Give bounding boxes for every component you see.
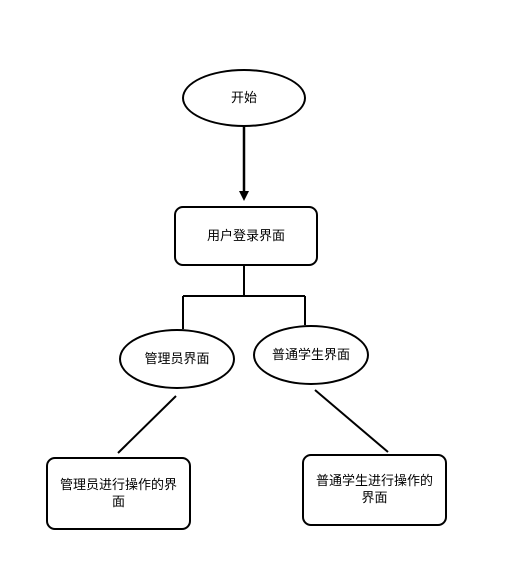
admin-operation-label: 管理员进行操作的界面 <box>59 477 177 510</box>
student-operation-node: 普通学生进行操作的界面 <box>302 454 447 526</box>
admin-screen-node: 管理员界面 <box>119 329 235 389</box>
connector-student-to-student-op <box>314 389 389 453</box>
student-screen-node: 普通学生界面 <box>253 325 369 385</box>
admin-screen-label: 管理员界面 <box>144 351 210 367</box>
student-operation-label: 普通学生进行操作的界面 <box>315 474 433 506</box>
student-screen-label: 普通学生界面 <box>271 347 350 363</box>
login-screen-label: 用户登录界面 <box>206 228 285 244</box>
start-node: 开始 <box>182 69 306 127</box>
admin-operation-node: 管理员进行操作的界面 <box>46 457 191 530</box>
start-node-label: 开始 <box>230 90 257 106</box>
connector-admin-to-admin-op <box>117 395 177 454</box>
login-screen-node: 用户登录界面 <box>174 206 318 266</box>
